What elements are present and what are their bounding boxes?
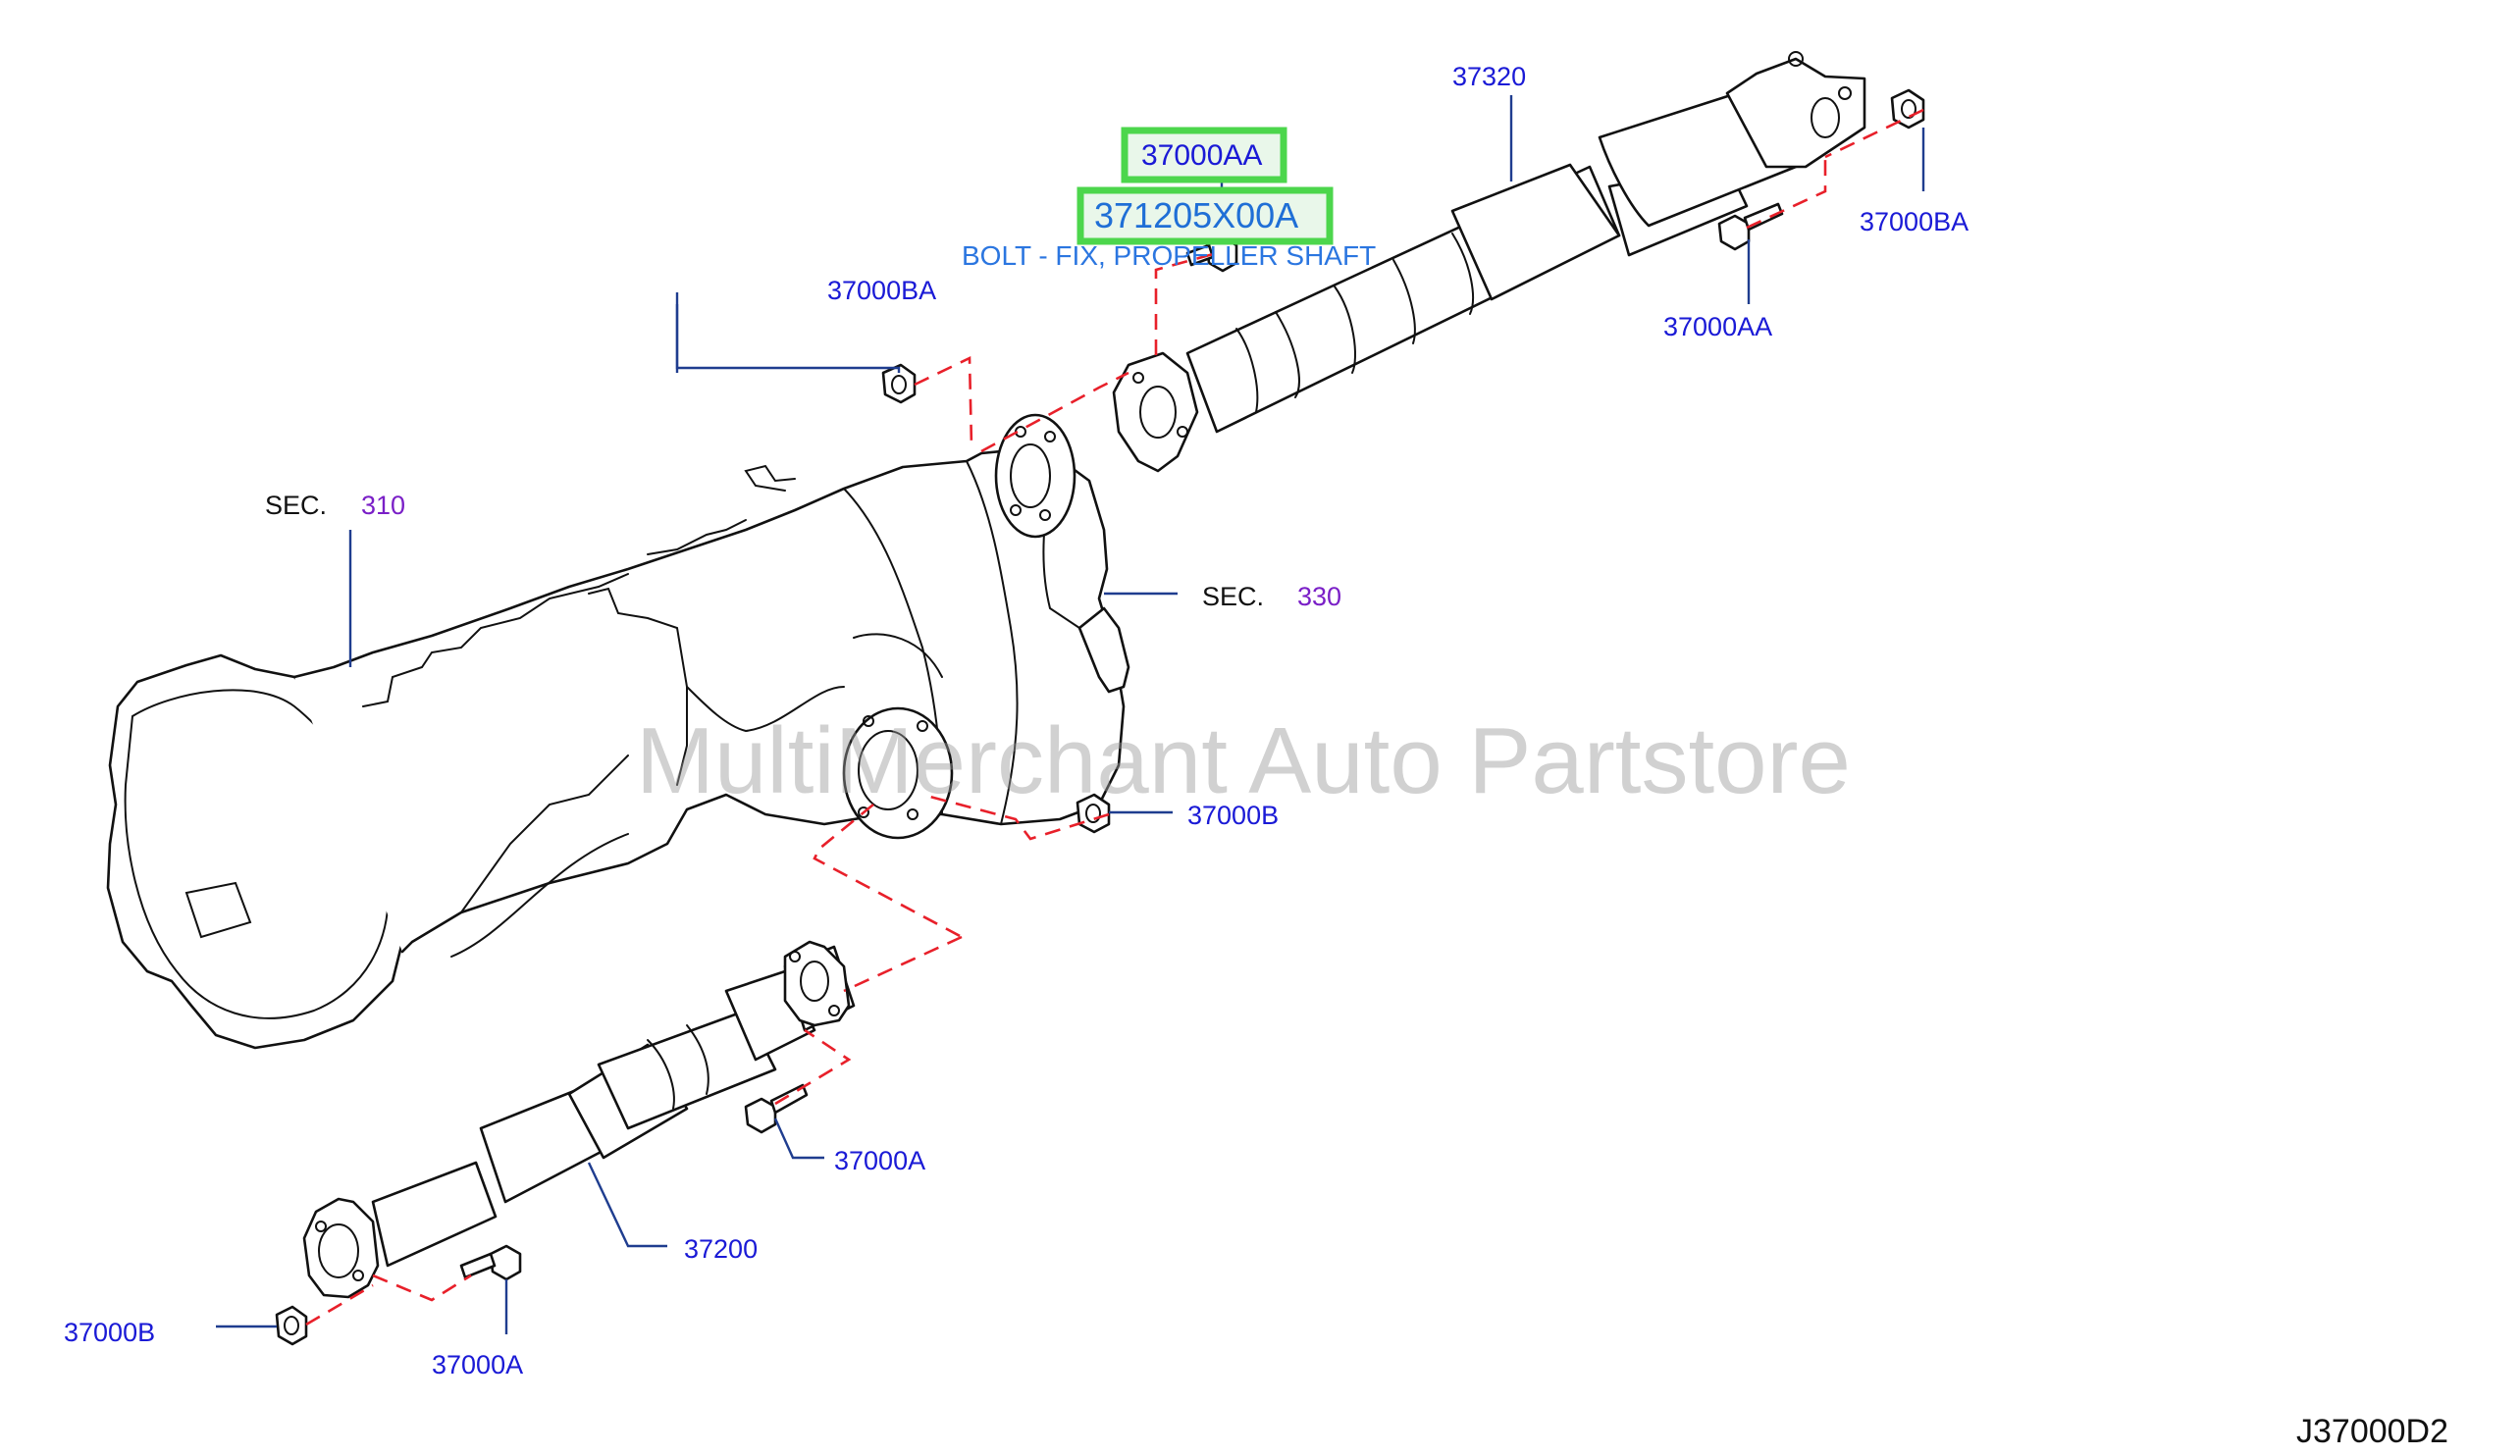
nut-37000BA-right — [1890, 88, 1925, 130]
labels: SEC. 310 SEC. 330 37320 37000BA 37000AA … — [64, 62, 1969, 1379]
diagram-code: J37000D2 — [2296, 1413, 2448, 1450]
bolt-37000A-bottom — [459, 1244, 522, 1281]
nut-37000BA-left — [881, 363, 917, 404]
label-37000B-mid[interactable]: 37000B — [1187, 801, 1279, 830]
label-37000A-mid[interactable]: 37000A — [834, 1146, 925, 1175]
leader-lines — [216, 95, 1925, 1334]
label-bolt-description: BOLT - FIX, PROPELLER SHAFT — [962, 240, 1376, 271]
transmission-assembly — [106, 413, 1130, 1050]
label-sec310-prefix[interactable]: SEC. — [265, 491, 327, 520]
label-37000B-bottom[interactable]: 37000B — [64, 1318, 155, 1347]
label-37000BA-right[interactable]: 37000BA — [1860, 207, 1969, 236]
front-propeller-shaft — [302, 940, 856, 1299]
watermark: MultiMerchant Auto Partstore — [636, 708, 1851, 813]
hardware — [275, 88, 1925, 1346]
label-37000BA-left[interactable]: 37000BA — [827, 276, 936, 305]
highlight-box-371205X00A — [1076, 186, 1334, 245]
highlight-box-37000AA — [1121, 127, 1287, 183]
label-37000A-bottom[interactable]: 37000A — [432, 1350, 523, 1379]
label-37000AA-highlight[interactable]: 37000AA — [1141, 139, 1262, 172]
rear-propeller-shaft — [1112, 51, 1866, 473]
bolt-371205X00A — [1185, 235, 1238, 273]
label-sec330-prefix[interactable]: SEC. — [1202, 582, 1264, 611]
highlight-boxes — [1076, 127, 1334, 245]
label-371205X00A-highlight[interactable]: 371205X00A — [1094, 195, 1298, 235]
label-37200[interactable]: 37200 — [684, 1234, 758, 1264]
nut-37000B-bottom — [275, 1305, 308, 1346]
label-37000AA-right[interactable]: 37000AA — [1663, 312, 1772, 341]
label-sec330-number[interactable]: 330 — [1297, 582, 1341, 611]
assembly-guides — [305, 108, 1924, 1326]
bolt-37000A-mid — [744, 1083, 809, 1134]
label-sec310-number[interactable]: 310 — [361, 491, 405, 520]
label-37320[interactable]: 37320 — [1452, 62, 1526, 91]
